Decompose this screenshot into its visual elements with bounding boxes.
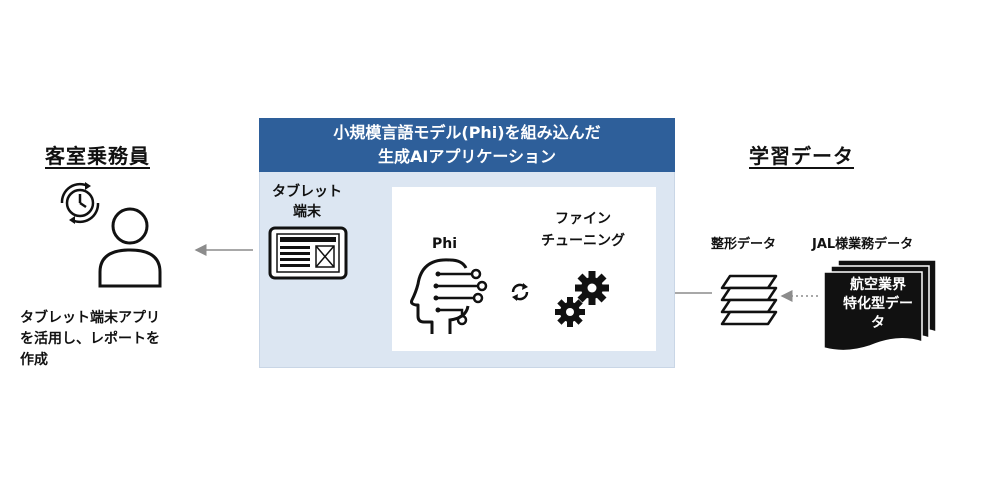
person-icon [98, 207, 162, 288]
tablet-icon [268, 226, 348, 280]
tablet-label: タブレット 端末 [272, 184, 342, 220]
layers-icon [720, 274, 778, 326]
app-title: 小規模言語モデル(Phi)を組み込んだ 生成AIアプリケーション [333, 123, 601, 166]
model-panel [392, 187, 656, 351]
formatted-data-label: 整形データ [711, 237, 777, 252]
ai-head-icon [410, 258, 488, 334]
gears-icon [555, 271, 609, 327]
training-data-heading: 学習データ [749, 144, 854, 168]
app-title-bar [259, 118, 675, 172]
crew-description: タブレット端末アプリ を活用し、レポートを 作成 [20, 310, 160, 368]
document-stack-icon [823, 259, 937, 352]
refresh-icon [511, 283, 529, 301]
jal-data-label: JAL様業務データ [812, 237, 914, 252]
phi-label: Phi [432, 236, 458, 252]
finetune-label: ファイン チューニング [541, 211, 625, 249]
clock-cycle-icon [60, 182, 100, 224]
crew-heading: 客室乗務員 [45, 144, 150, 168]
industry-data-text: 航空業界 特化型デー タ [843, 277, 913, 331]
